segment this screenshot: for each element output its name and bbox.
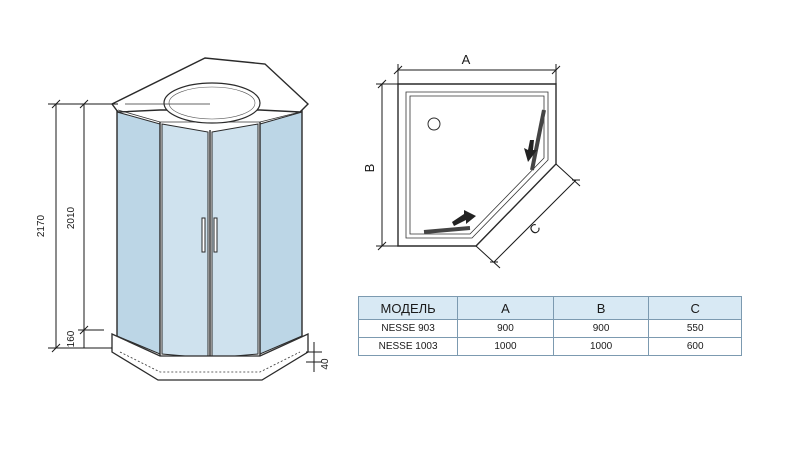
left-sliding-door (423, 226, 471, 234)
header-b: B (552, 296, 650, 320)
left-door-glass (161, 123, 209, 359)
dim-tray-height: 160 (66, 330, 77, 347)
drain (427, 117, 441, 131)
dim-total-height: 2170 (36, 214, 47, 237)
cell-c: 600 (648, 337, 742, 356)
plan-outline (397, 83, 557, 247)
right-door-handle (213, 217, 218, 253)
cell-model: NESSE 903 (357, 319, 459, 338)
cell-a: 1000 (457, 337, 554, 356)
right-door-glass (211, 123, 259, 359)
dim-cabin-height: 2010 (66, 206, 77, 229)
header-c: C (648, 296, 742, 320)
left-side-glass (116, 111, 161, 355)
table-row: NESSE 1003 1000 1000 600 (357, 337, 742, 356)
spec-table: МОДЕЛЬ A B C NESSE 903 900 900 550 NESSE… (357, 296, 742, 356)
right-door-arrow (524, 140, 537, 162)
cell-b: 900 (552, 319, 650, 338)
dim-label-c: C (526, 220, 543, 237)
header-a: A (457, 296, 554, 320)
right-side-glass (259, 111, 303, 355)
side-view-dimensions: 2170 2010 160 40 (36, 99, 331, 372)
roof-skylight (163, 82, 261, 124)
spec-table-header-row: МОДЕЛЬ A B C (357, 296, 742, 320)
left-door-arrow (452, 210, 476, 226)
cell-model: NESSE 1003 (357, 337, 459, 356)
cell-a: 900 (457, 319, 554, 338)
plan-view-dimensions: A B C (362, 52, 581, 269)
dim-label-b: B (362, 164, 377, 173)
table-row: NESSE 903 900 900 550 (357, 319, 742, 338)
cell-b: 1000 (552, 337, 650, 356)
header-model: МОДЕЛЬ (357, 296, 459, 320)
right-sliding-door (530, 109, 546, 171)
shower-cabin-plan-view (397, 83, 557, 247)
dim-tray-lip: 40 (320, 358, 331, 370)
left-door-handle (201, 217, 206, 253)
dim-label-a: A (462, 52, 471, 67)
cell-c: 550 (648, 319, 742, 338)
shower-cabin-side-view (110, 57, 310, 381)
